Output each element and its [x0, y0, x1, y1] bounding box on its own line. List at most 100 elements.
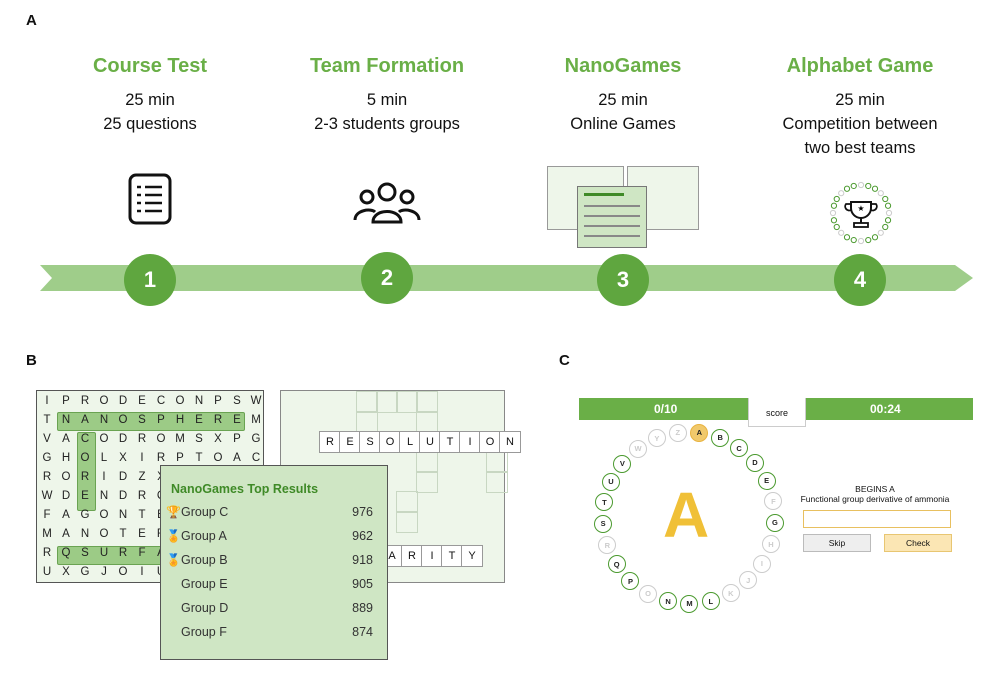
- score-tab[interactable]: score: [748, 398, 806, 427]
- letter-bubble[interactable]: G: [765, 513, 784, 532]
- letter-cell[interactable]: N: [194, 395, 204, 407]
- letter-bubble[interactable]: Z: [668, 423, 687, 442]
- letter-cell[interactable]: R: [137, 490, 147, 502]
- crossword-cell[interactable]: E: [339, 431, 361, 453]
- letter-bubble[interactable]: B: [711, 428, 730, 447]
- letter-cell[interactable]: U: [42, 566, 52, 578]
- letter-cell[interactable]: C: [156, 395, 166, 407]
- crossword-cell[interactable]: O: [479, 431, 501, 453]
- letter-cell[interactable]: N: [118, 509, 128, 521]
- letter-cell[interactable]: H: [61, 452, 71, 464]
- letter-cell[interactable]: L: [100, 452, 108, 464]
- letter-bubble[interactable]: A: [690, 423, 709, 442]
- letter-cell[interactable]: S: [233, 395, 241, 407]
- letter-cell[interactable]: P: [62, 395, 70, 407]
- letter-bubble[interactable]: U: [601, 472, 620, 491]
- letter-cell[interactable]: O: [99, 528, 109, 540]
- letter-cell[interactable]: P: [214, 395, 222, 407]
- letter-bubble[interactable]: M: [680, 594, 699, 613]
- letter-cell[interactable]: P: [233, 433, 241, 445]
- letter-cell[interactable]: R: [137, 433, 147, 445]
- letter-cell[interactable]: O: [118, 414, 128, 426]
- letter-cell[interactable]: A: [62, 509, 70, 521]
- letter-cell[interactable]: F: [138, 547, 146, 559]
- letter-cell[interactable]: A: [62, 433, 70, 445]
- letter-cell[interactable]: T: [138, 509, 146, 521]
- letter-cell[interactable]: O: [213, 452, 223, 464]
- letter-cell[interactable]: W: [250, 395, 262, 407]
- letter-cell[interactable]: I: [102, 471, 106, 483]
- letter-cell[interactable]: N: [99, 414, 109, 426]
- crossword-cell[interactable]: Y: [461, 545, 483, 567]
- crossword-cell[interactable]: R: [319, 431, 341, 453]
- letter-bubble[interactable]: P: [621, 572, 640, 591]
- letter-bubble[interactable]: K: [721, 584, 740, 603]
- letter-cell[interactable]: P: [157, 414, 165, 426]
- letter-cell[interactable]: I: [140, 452, 144, 464]
- crossword-cell[interactable]: R: [401, 545, 423, 567]
- letter-cell[interactable]: R: [42, 471, 52, 483]
- crossword-cell[interactable]: T: [439, 431, 461, 453]
- letter-cell[interactable]: R: [80, 471, 90, 483]
- letter-cell[interactable]: V: [43, 433, 51, 445]
- letter-cell[interactable]: Z: [138, 471, 146, 483]
- letter-cell[interactable]: O: [156, 433, 166, 445]
- letter-cell[interactable]: E: [195, 414, 203, 426]
- letter-cell[interactable]: D: [118, 490, 128, 502]
- letter-cell[interactable]: E: [233, 414, 241, 426]
- crossword-cell[interactable]: I: [459, 431, 481, 453]
- skip-button[interactable]: Skip: [803, 534, 871, 552]
- letter-cell[interactable]: P: [176, 452, 184, 464]
- letter-cell[interactable]: T: [195, 452, 203, 464]
- letter-bubble[interactable]: R: [598, 536, 617, 555]
- letter-bubble[interactable]: Q: [607, 555, 626, 574]
- letter-cell[interactable]: R: [213, 414, 223, 426]
- letter-cell[interactable]: X: [119, 452, 127, 464]
- letter-cell[interactable]: A: [62, 528, 70, 540]
- letter-cell[interactable]: D: [118, 471, 128, 483]
- letter-cell[interactable]: O: [61, 471, 71, 483]
- letter-cell[interactable]: F: [43, 509, 51, 521]
- crossword-cell[interactable]: S: [359, 431, 381, 453]
- letter-cell[interactable]: G: [251, 433, 261, 445]
- letter-cell[interactable]: A: [233, 452, 241, 464]
- answer-input[interactable]: [803, 510, 951, 528]
- letter-cell[interactable]: D: [118, 395, 128, 407]
- letter-cell[interactable]: N: [99, 490, 109, 502]
- letter-cell[interactable]: T: [43, 414, 51, 426]
- letter-cell[interactable]: D: [118, 433, 128, 445]
- letter-cell[interactable]: O: [99, 509, 109, 521]
- letter-cell[interactable]: E: [81, 490, 89, 502]
- letter-cell[interactable]: W: [41, 490, 53, 502]
- letter-bubble[interactable]: C: [730, 439, 749, 458]
- letter-cell[interactable]: Q: [61, 547, 71, 559]
- crossword-cell[interactable]: I: [421, 545, 443, 567]
- letter-cell[interactable]: X: [62, 566, 70, 578]
- letter-cell[interactable]: C: [80, 433, 90, 445]
- letter-cell[interactable]: S: [81, 547, 89, 559]
- crossword-cell[interactable]: O: [379, 431, 401, 453]
- crossword-cell[interactable]: N: [499, 431, 521, 453]
- letter-bubble[interactable]: O: [638, 584, 657, 603]
- letter-cell[interactable]: X: [214, 433, 222, 445]
- letter-cell[interactable]: M: [42, 528, 52, 540]
- letter-cell[interactable]: M: [251, 414, 261, 426]
- letter-cell[interactable]: G: [42, 452, 52, 464]
- crossword-cell[interactable]: L: [399, 431, 421, 453]
- letter-cell[interactable]: O: [175, 395, 185, 407]
- check-button[interactable]: Check: [884, 534, 952, 552]
- letter-cell[interactable]: C: [251, 452, 261, 464]
- crossword-cell[interactable]: T: [441, 545, 463, 567]
- crossword-cell[interactable]: U: [419, 431, 441, 453]
- letter-bubble[interactable]: D: [745, 453, 764, 472]
- letter-cell[interactable]: S: [138, 414, 146, 426]
- letter-cell[interactable]: M: [175, 433, 185, 445]
- letter-cell[interactable]: I: [45, 395, 49, 407]
- letter-bubble[interactable]: J: [739, 571, 758, 590]
- letter-bubble[interactable]: L: [701, 592, 720, 611]
- letter-cell[interactable]: O: [80, 452, 90, 464]
- letter-cell[interactable]: R: [42, 547, 52, 559]
- letter-cell[interactable]: I: [140, 566, 144, 578]
- letter-cell[interactable]: O: [99, 395, 109, 407]
- letter-cell[interactable]: N: [80, 528, 90, 540]
